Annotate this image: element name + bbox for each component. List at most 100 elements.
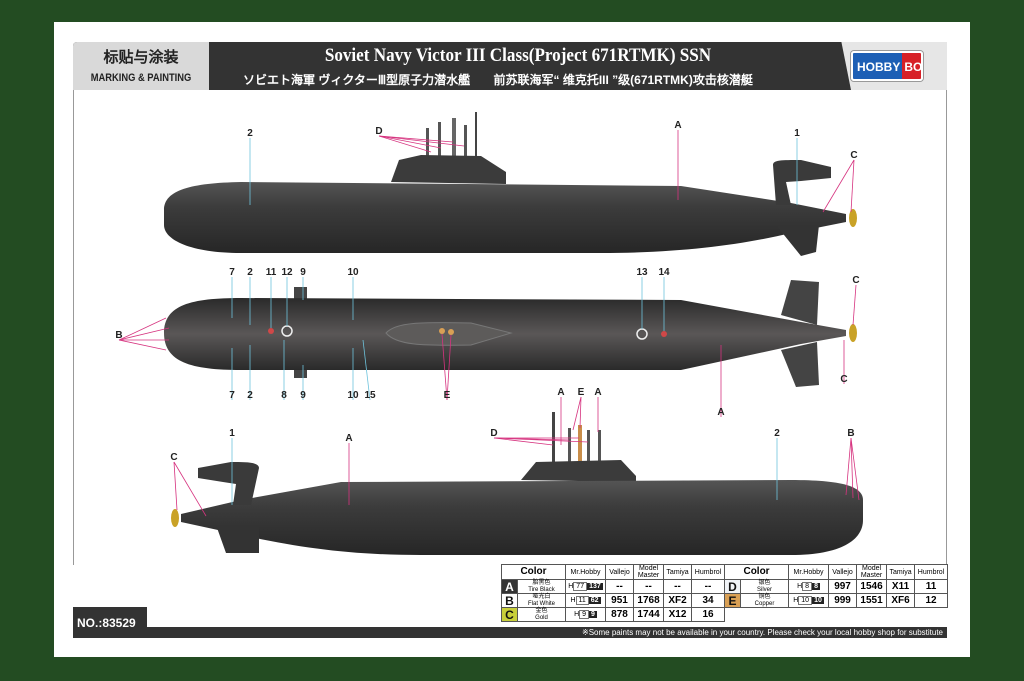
vallejo-code: -- [605, 579, 635, 594]
callout-label: D [490, 428, 497, 439]
callout-label: D [375, 126, 382, 137]
availability-note: ※Some paints may not be available in you… [582, 628, 943, 637]
leader-line [378, 135, 432, 153]
subtitle-cn: 前苏联海军“ 维克托III ”级(671RTMK)攻击核潜艇 [493, 73, 753, 87]
callout-label: A [594, 387, 601, 398]
swatch-E: E [724, 593, 742, 608]
col-mrhobby: Mr.Hobby [565, 564, 607, 580]
humbrol-code: 16 [691, 607, 726, 622]
callout-label: 10 [347, 267, 359, 278]
leader-line [852, 284, 857, 326]
section-label: 标贴与涂装 MARKING & PAINTING [73, 42, 209, 90]
h-code: 9 [579, 609, 590, 619]
paint-table: Color Mr.Hobby Vallejo Model Master Tami… [500, 564, 949, 622]
humbrol-code: 11 [914, 579, 949, 594]
leader-line [850, 437, 854, 499]
callout-label: 9 [300, 267, 306, 278]
callout-label: A [717, 407, 724, 418]
callout-label: 12 [281, 267, 293, 278]
leader-line [441, 333, 448, 401]
tamiya-code: -- [663, 579, 693, 594]
callout-label: C [850, 150, 857, 161]
callout-label: 9 [300, 390, 306, 401]
submarine-side-view-1 [164, 112, 857, 256]
callout-label: C [170, 452, 177, 463]
col-vallejo: Vallejo [605, 564, 635, 580]
callout-label: 13 [636, 267, 648, 278]
callout-label: A [674, 120, 681, 131]
callout-label: 10 [347, 390, 359, 401]
footer-bar [147, 627, 947, 638]
callout-label: 11 [266, 267, 277, 278]
tamiya-code: X12 [663, 607, 693, 622]
paint-table-header: Color Mr.Hobby Vallejo Model Master Tami… [500, 564, 949, 580]
leader-line [118, 327, 170, 341]
c-code: 62 [588, 596, 601, 604]
leader-line [845, 437, 852, 496]
leader-line [579, 396, 582, 429]
leader-line [118, 339, 167, 351]
col-tamiya-2: Tamiya [886, 564, 916, 580]
callout-label: 7 [229, 390, 235, 401]
color-name-cn: 胎黑色 [532, 580, 551, 586]
callout-label: 2 [247, 390, 253, 401]
footer: NO.:83529 [73, 607, 947, 638]
callout-label: 15 [364, 390, 376, 401]
logo-right: BOSS [902, 53, 921, 79]
section-title-en: MARKING & PAINTING [90, 72, 192, 84]
leader-line [173, 461, 178, 511]
callout-label: E [444, 390, 451, 401]
leader-line [572, 396, 582, 431]
c-code: 8 [812, 582, 820, 590]
modelmaster-code: 1744 [633, 607, 665, 622]
col-modelmaster: Model Master [633, 564, 665, 580]
leader-line [378, 135, 442, 149]
c-code: 9 [589, 610, 597, 618]
col-color: Color [500, 564, 567, 580]
hobbyboss-logo: HOBBYBOSS [851, 51, 923, 81]
leader-line [446, 334, 452, 401]
color-name-cn: 哑光白 [532, 594, 551, 600]
color-name-en: Gold [535, 614, 548, 621]
callout-label: 2 [774, 428, 780, 439]
submarine-side-view-2 [171, 412, 863, 555]
vallejo-code: 951 [605, 593, 635, 608]
color-name-en: Flat White [528, 600, 556, 607]
vallejo-code: 999 [828, 593, 858, 608]
swatch-D: D [724, 579, 742, 594]
callout-label: 2 [247, 267, 253, 278]
callout-label: 7 [229, 267, 235, 278]
modelmaster-code: 1768 [633, 593, 665, 608]
callout-label: E [578, 387, 585, 398]
callout-label: 1 [794, 128, 800, 139]
col-mrhobby-2: Mr.Hobby [788, 564, 830, 580]
col-humbrol: Humbrol [691, 564, 726, 580]
leader-line [118, 317, 167, 341]
callout-label: 8 [281, 390, 287, 401]
callout-label: 2 [247, 128, 253, 139]
color-name-en: Tire Black [528, 586, 555, 593]
c-code: 137 [587, 582, 603, 590]
leader-line [850, 437, 860, 501]
subtitle: ソビエト海軍 ヴィクターⅢ型原子力潜水艦 前苏联海军“ 维克托III ”级(67… [243, 71, 773, 88]
callout-label: C [852, 275, 859, 286]
humbrol-code: 34 [691, 593, 726, 608]
callout-label: B [115, 330, 122, 341]
callout-label: 14 [658, 267, 670, 278]
logo-area: HOBBYBOSS [841, 42, 947, 90]
h-code: 8 [802, 581, 813, 591]
